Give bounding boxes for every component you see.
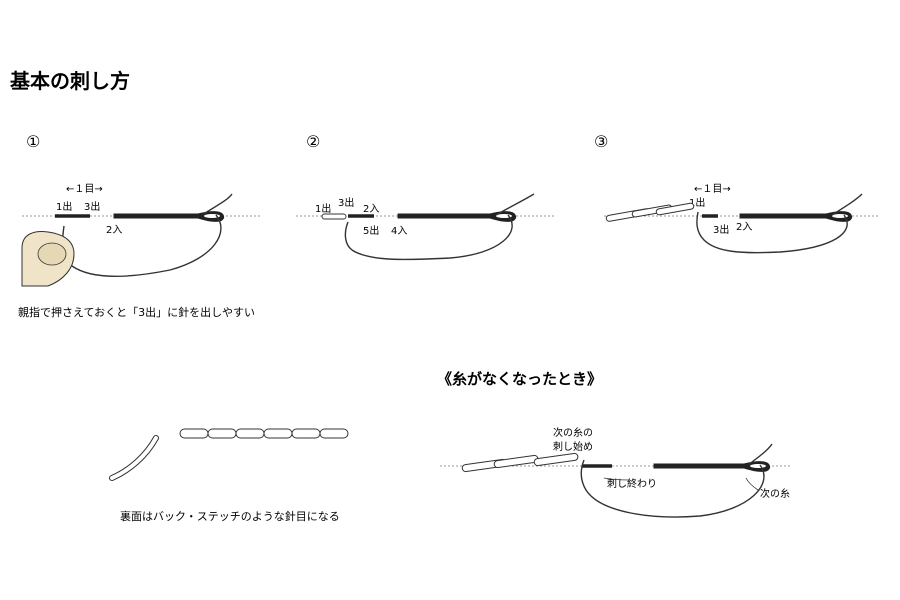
next-thread-leader-line [745, 477, 759, 491]
label-new-thread-start-line2: 刺し始め [553, 440, 593, 453]
step-1-caption: 親指で押さえておくと「3出」に針を出しやすい [18, 305, 255, 319]
thread-end-needle [653, 461, 771, 472]
step-2-needle [397, 211, 517, 222]
label-new-thread-start-line1: 次の糸の [553, 426, 593, 439]
step-2-label-5out: 5出 [363, 224, 379, 237]
step-2-thread [344, 193, 535, 261]
thread-end-thread [580, 443, 773, 518]
step-2-label-4in: 4入 [391, 226, 407, 237]
step-1-thumbnail [37, 242, 67, 266]
thread-end-finished-stitches [461, 452, 579, 473]
step-3-label-2in: 2入 [736, 222, 752, 233]
step-2-label-1out: 1出 [315, 202, 331, 215]
label-old-thread-end: 刺し終わり [607, 477, 657, 490]
thread-end-needle-eye [750, 464, 766, 468]
step-1-label-1out: 1出 [56, 200, 72, 213]
step-2-finished-stitch [321, 213, 347, 220]
back-view-curved-thread [109, 435, 159, 481]
step-3-number: ③ [594, 132, 608, 151]
step-1-number: ① [26, 132, 40, 151]
step-1-label-3out: 3出 [84, 200, 100, 213]
step-1-label-2in: 2入 [106, 225, 122, 236]
back-view: 裏面はバック・ステッチのような針目になる [109, 428, 349, 523]
step-3: ③ ←１目→ 1出 3出 2入 [594, 132, 880, 254]
thread-end-leader-line [603, 477, 631, 481]
step-2: ② 1出 3出 2入 5出 4入 [296, 132, 556, 261]
label-next-thread: 次の糸 [760, 487, 790, 500]
thread-end-title: 《糸がなくなったとき》 [437, 370, 602, 388]
step-3-thread [696, 193, 863, 254]
step-1: ① ←１目→ 1出 3出 2入 親指で押さえておくと「3出」に針を出しやすい [18, 132, 262, 319]
step-2-number: ② [306, 132, 320, 151]
step-3-stitch-measure: ←１目→ [694, 184, 731, 195]
back-view-stitch-row [179, 428, 349, 439]
step-1-stitch-measure: ←１目→ [66, 184, 103, 195]
step-3-label-3out: 3出 [713, 223, 729, 236]
page-title: 基本の刺し方 [10, 69, 130, 93]
step-2-label-3out: 3出 [338, 196, 354, 209]
thread-end-section: 《糸がなくなったとき》 次の糸の 刺し始め 刺し終わり 次の糸 [437, 370, 792, 518]
back-view-caption: 裏面はバック・ステッチのような針目になる [120, 509, 340, 523]
step-2-label-2in: 2入 [363, 204, 379, 215]
step-3-finished-stitches [605, 202, 695, 222]
